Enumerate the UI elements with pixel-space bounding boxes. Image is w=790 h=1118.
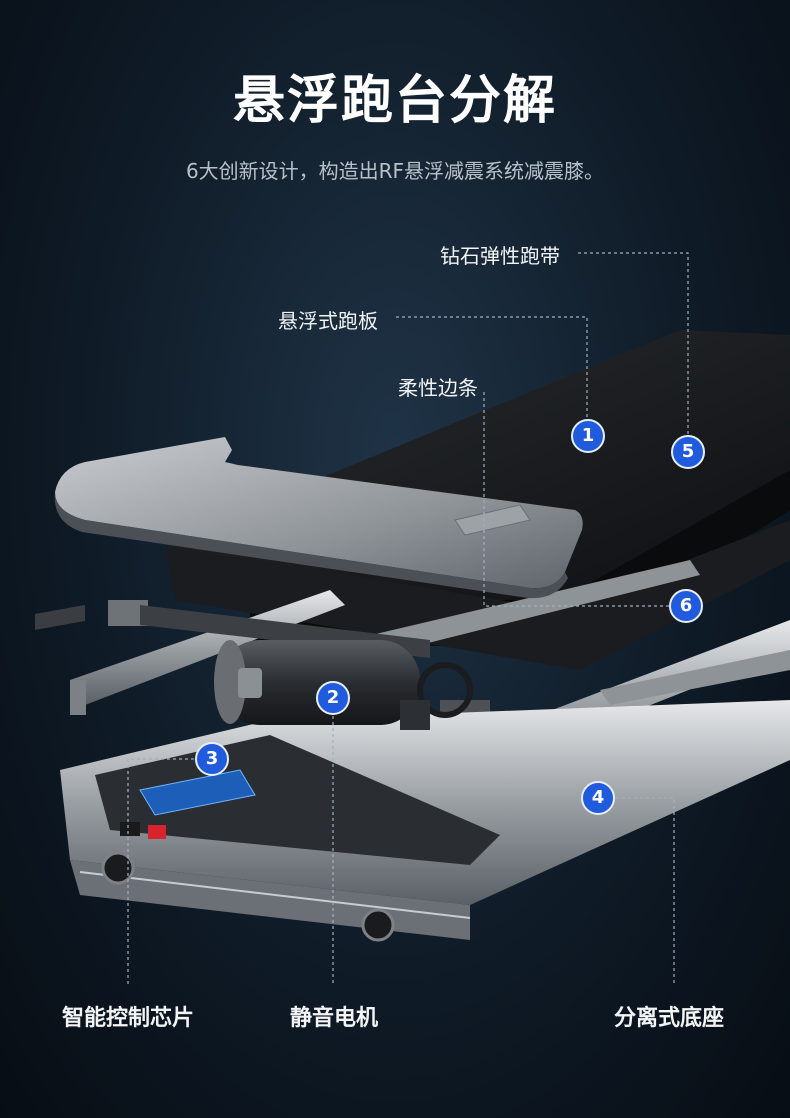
page-subtitle: 6大创新设计，构造出RF悬浮减震系统减震膝。 [185,159,605,183]
page-title: 悬浮跑台分解 [232,71,557,131]
leader-line-deck [396,316,588,436]
leader-line-belt [578,252,689,452]
cushion-layer [165,520,790,670]
badge-4: 4 [581,781,615,815]
leader-lines [127,252,689,985]
control-chip [120,769,256,839]
leader-line-base [598,797,675,985]
badge-1: 1 [571,419,605,453]
wheels [101,851,395,942]
leader-line-chip [127,758,212,985]
badge-5: 5 [671,435,705,469]
callout-base-label: 分离式底座 [614,1006,725,1031]
callout-motor-label: 静音电机 [290,1006,379,1031]
callout-edge-label: 柔性边条 [398,376,478,400]
base-tray [60,700,790,940]
badge-2: 2 [316,681,350,715]
callout-chip-label: 智能控制芯片 [62,1006,195,1031]
badge-6: 6 [669,589,703,623]
callout-belt-label: 钻石弹性跑带 [440,244,560,268]
deck-cover [54,437,583,599]
leader-line-edge [483,392,686,607]
motor-assembly [214,640,473,730]
callout-deck-label: 悬浮式跑板 [278,309,378,333]
badge-3: 3 [195,742,229,776]
